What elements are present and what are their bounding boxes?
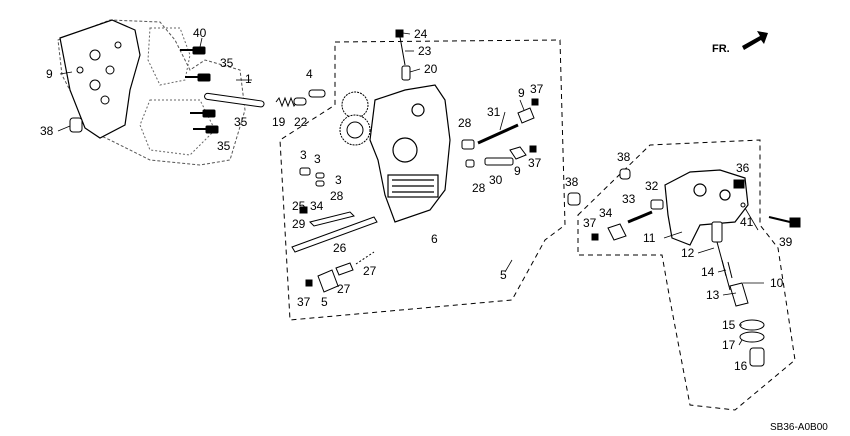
callout-11: 11: [643, 231, 656, 245]
callout-labels: 40 35 9 1 35 38 35 24 23 20 4 19 22 3 3 …: [40, 26, 793, 373]
callout-33: 34: [599, 206, 613, 220]
spring-18: [275, 96, 298, 108]
leader-lines: [57, 32, 764, 346]
valve-body-6: [369, 84, 451, 223]
direction-label: FR.: [712, 43, 730, 55]
bolts-36-39: [733, 179, 801, 228]
arrow-icon: [742, 31, 768, 50]
callout-40: 40: [193, 26, 207, 40]
callout-14: 14: [701, 265, 715, 279]
callout-27: 28: [330, 189, 344, 203]
callout-38: 38: [565, 175, 579, 189]
callout-37: 37: [530, 82, 544, 96]
callout-35: 35: [217, 139, 231, 153]
callout-9: 9: [518, 86, 525, 100]
callout-37: 37: [297, 295, 311, 309]
dowel-38-left: [69, 117, 83, 133]
callout-39: 39: [779, 235, 793, 249]
plate-8-area: [305, 251, 375, 293]
callout-18: 19: [272, 115, 286, 129]
callout-26: 27: [363, 264, 377, 278]
callout-12: 12: [681, 246, 695, 260]
bolts-35-40: [180, 46, 219, 134]
pin-4: [293, 89, 326, 106]
callout-17: 17: [722, 338, 736, 352]
items-31-32-33: [591, 168, 664, 241]
callout-37: 37: [528, 156, 542, 170]
callout-1: 1: [245, 72, 252, 86]
callout-29: 30: [489, 173, 503, 187]
callout-32: 33: [622, 192, 636, 206]
callout-3: 3: [335, 173, 342, 187]
small-valves-left: [291, 167, 378, 253]
callout-41: 41: [740, 215, 754, 229]
gears: [339, 91, 371, 146]
case-assembly: [57, 19, 246, 166]
callout-22: 24: [414, 27, 428, 41]
callout-28: 28: [458, 116, 472, 130]
callout-25: 27: [337, 282, 351, 296]
callout-10: 10: [770, 276, 784, 290]
callout-27: 28: [472, 181, 486, 195]
callout-13: 13: [706, 288, 720, 302]
callout-7: 9: [46, 67, 53, 81]
callout-3: 3: [314, 152, 321, 166]
callout-30: 31: [487, 105, 501, 119]
callout-16: 16: [734, 359, 748, 373]
dowel-38-middle: [567, 192, 581, 206]
callout-8: 5: [321, 295, 328, 309]
callout-27: 29: [292, 217, 306, 231]
callout-24: 26: [333, 241, 347, 255]
valves-right: [461, 98, 539, 168]
valve-19-21-22: [395, 29, 411, 81]
valve-stack-10: [711, 221, 765, 367]
callout-38: 38: [617, 150, 631, 164]
callout-31: 32: [645, 179, 659, 193]
callout-35: 35: [234, 115, 248, 129]
rod-1: [204, 92, 265, 108]
callout-19: 20: [424, 62, 438, 76]
callout-4: 4: [306, 67, 313, 81]
callout-15: 15: [722, 318, 736, 332]
callout-21: 23: [418, 44, 432, 58]
callout-5: 5: [500, 268, 507, 282]
callout-34: 34: [310, 199, 324, 213]
front-direction-indicator: FR.: [712, 31, 768, 55]
secondary-valve-body-outline: [577, 139, 796, 411]
callout-37: 37: [583, 216, 597, 230]
callout-20: 22: [294, 115, 308, 129]
diagram-code: SB36-A0B00: [770, 422, 828, 433]
callout-38: 38: [40, 124, 54, 138]
callout-2: 3: [300, 148, 307, 162]
callout-36: 36: [736, 161, 750, 175]
callout-6: 6: [431, 232, 438, 246]
valve-body-11: [664, 169, 749, 246]
callout-9: 9: [514, 164, 521, 178]
callout-35: 35: [220, 56, 234, 70]
callout-23: 25: [292, 199, 306, 213]
